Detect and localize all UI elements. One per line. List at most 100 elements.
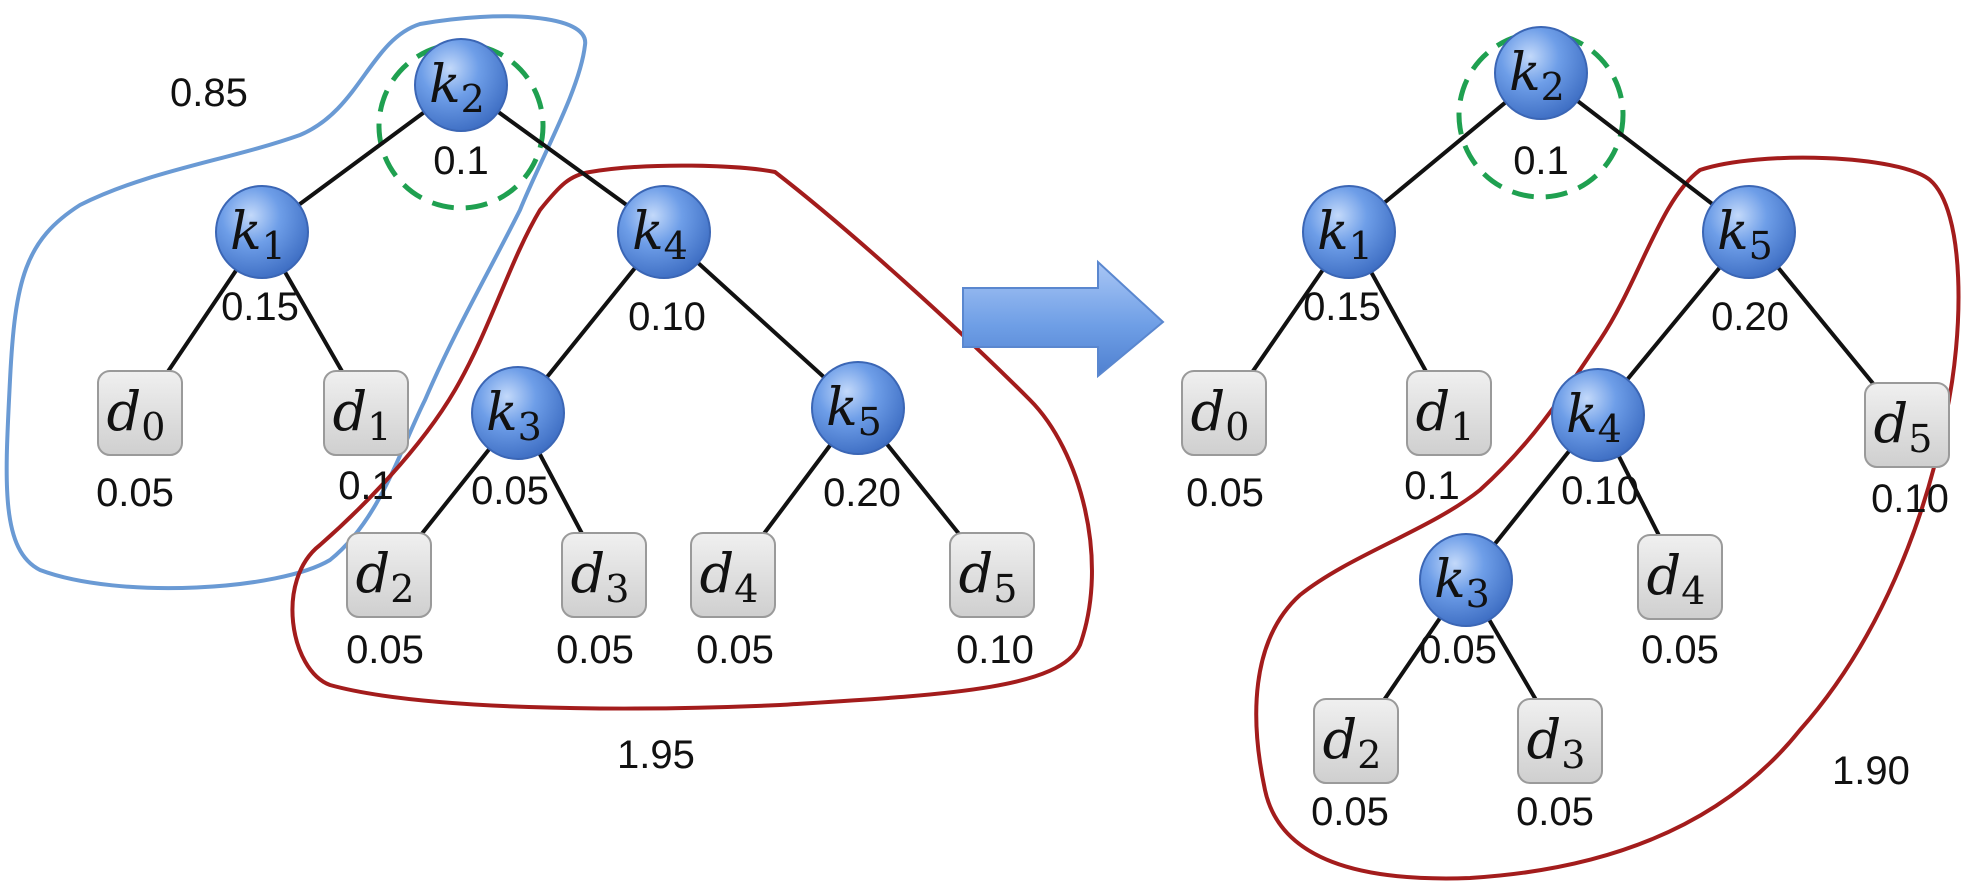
- node-probability: 0.10: [628, 295, 706, 339]
- dummy-node-box: [97, 370, 183, 456]
- node-label: d4: [700, 542, 759, 611]
- node-label-subscript: 2: [1357, 733, 1381, 777]
- key-node-circle: [1419, 533, 1513, 627]
- node-label-subscript: 2: [390, 567, 414, 611]
- node-label-base: d: [1323, 708, 1358, 771]
- node-probability: 0.15: [1303, 285, 1381, 329]
- node-probability: 0.05: [1641, 628, 1719, 672]
- node-d2: d2 0.05: [1311, 698, 1399, 834]
- node-k5: k5 0.20: [811, 361, 905, 515]
- node-probability: 0.05: [1516, 790, 1594, 834]
- dummy-node-box: [949, 532, 1035, 618]
- node-label: k5: [1717, 202, 1773, 268]
- node-probability: 0.05: [1186, 471, 1264, 515]
- node-probability: 0.10: [1561, 469, 1639, 513]
- node-label-base: d: [1874, 392, 1909, 455]
- key-node-circle: [1302, 185, 1396, 279]
- dummy-node-box: [1181, 370, 1267, 456]
- node-label: k2: [429, 55, 485, 121]
- node-label-subscript: 4: [1681, 569, 1705, 613]
- node-label-subscript: 3: [605, 567, 629, 611]
- node-label: k1: [230, 202, 286, 268]
- node-label: k3: [486, 383, 542, 449]
- node-label-subscript: 0: [1225, 405, 1249, 449]
- node-d5: d5 0.10: [1864, 382, 1950, 521]
- node-label: k1: [1317, 202, 1373, 268]
- node-label-subscript: 5: [1908, 417, 1932, 461]
- node-probability: 0.15: [221, 285, 299, 329]
- node-probability: 0.05: [96, 471, 174, 515]
- node-label-base: d: [356, 542, 391, 605]
- node-probability: 0.1: [338, 464, 394, 508]
- node-label: d0: [107, 380, 166, 449]
- right-subtree-outline: [1254, 155, 1961, 881]
- right-subtree-cost: 1.95: [617, 733, 695, 777]
- dummy-node-box: [323, 370, 409, 456]
- node-label-base: d: [1527, 708, 1562, 771]
- node-k5: k5 0.20: [1702, 185, 1796, 339]
- node-label-base: k: [1717, 202, 1749, 262]
- key-node-circle: [1494, 26, 1588, 120]
- node-label-base: d: [700, 542, 735, 605]
- node-label-base: k: [1509, 43, 1541, 103]
- node-label-subscript: 1: [1349, 224, 1373, 268]
- node-probability: 0.1: [1404, 464, 1460, 508]
- node-d4: d40.05: [690, 532, 776, 672]
- node-label-base: k: [1317, 202, 1349, 262]
- node-label-subscript: 0: [141, 405, 165, 449]
- node-label-subscript: 5: [1749, 224, 1773, 268]
- node-label: d2: [1323, 708, 1382, 777]
- key-node-circle: [414, 38, 508, 132]
- node-label: d5: [1874, 392, 1933, 461]
- right-subtree-cost: 1.90: [1832, 749, 1910, 793]
- node-probability: 0.10: [1871, 477, 1949, 521]
- key-node-circle: [215, 185, 309, 279]
- node-label: k3: [1434, 550, 1490, 616]
- node-label-base: d: [959, 542, 994, 605]
- node-k4: k40.10: [617, 185, 711, 339]
- key-node-circle: [1702, 185, 1796, 279]
- node-k1: k1 0.15: [1302, 185, 1396, 329]
- node-d0: d0 0.05: [96, 370, 183, 515]
- node-label: d0: [1191, 380, 1250, 449]
- dummy-node-box: [1864, 382, 1950, 468]
- node-label-base: k: [1434, 550, 1466, 610]
- node-label: k4: [1566, 385, 1622, 451]
- node-label-base: k: [486, 383, 518, 443]
- right-tree: k20.1k10.15k50.20k40.10k30.05d00.05d10.1…: [1181, 26, 1961, 881]
- node-label: k2: [1509, 43, 1565, 109]
- node-label-base: k: [826, 378, 858, 438]
- right-subtree-outline: [290, 163, 1094, 711]
- node-label-base: k: [429, 55, 461, 115]
- left-subtree-outline: [4, 14, 588, 591]
- node-d1: d1 0.1: [1404, 370, 1492, 508]
- node-label-subscript: 4: [1598, 407, 1622, 451]
- right-tree-nodes: k20.1k10.15k50.20k40.10k30.05d00.05d10.1…: [1181, 26, 1950, 834]
- left-subtree-cost: 0.85: [170, 71, 248, 115]
- key-node-circle: [811, 361, 905, 455]
- node-probability: 0.1: [1513, 139, 1569, 183]
- node-probability: 0.05: [1311, 790, 1389, 834]
- node-label-base: d: [333, 380, 368, 443]
- node-label-base: k: [632, 202, 664, 262]
- node-label-subscript: 3: [518, 405, 542, 449]
- node-label-subscript: 2: [461, 77, 485, 121]
- node-d0: d0 0.05: [1181, 370, 1267, 515]
- dummy-node-box: [1406, 370, 1492, 456]
- node-label: d3: [1527, 708, 1586, 777]
- node-label: k5: [826, 378, 882, 444]
- node-label-base: d: [1416, 380, 1451, 443]
- node-label: d1: [1416, 380, 1475, 449]
- node-probability: 0.20: [823, 471, 901, 515]
- node-label: d3: [571, 542, 630, 611]
- node-label: d4: [1647, 544, 1706, 613]
- node-k1: k1 0.15: [215, 185, 309, 329]
- node-label-subscript: 1: [1450, 405, 1474, 449]
- node-k4: k4 0.10: [1551, 368, 1645, 513]
- node-d1: d1 0.1: [323, 370, 409, 508]
- node-probability: 0.20: [1711, 295, 1789, 339]
- node-label-subscript: 3: [1561, 733, 1585, 777]
- node-label: d5: [959, 542, 1018, 611]
- node-label-subscript: 1: [367, 405, 391, 449]
- key-node-circle: [1551, 368, 1645, 462]
